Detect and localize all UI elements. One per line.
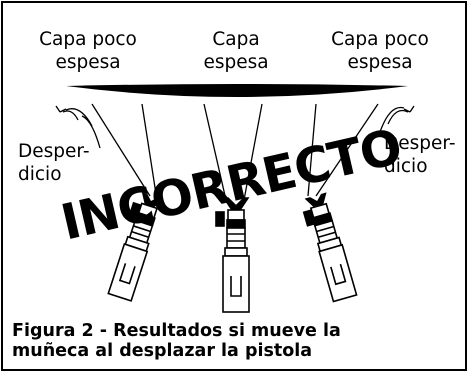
label-line: Capa poco (39, 29, 137, 50)
label-line: espesa (55, 52, 121, 73)
label-line: Capa (212, 29, 260, 50)
figure-caption: Figura 2 - Resultados si mueve la muñeca… (12, 321, 341, 361)
spray-lines (91, 103, 379, 201)
label-thin-coat-left: Capa poco espesa (28, 28, 148, 74)
label-line: dicio (384, 156, 428, 177)
figure-frame (1, 1, 467, 371)
spray-gun-center (215, 197, 250, 313)
waste-arcs-right (379, 105, 415, 133)
spray-gun-right (302, 192, 358, 303)
label-line: Desper- (18, 141, 90, 162)
label-line: Desper- (384, 133, 456, 154)
caption-line-2: muñeca al desplazar la pistola (12, 341, 313, 361)
label-line: espesa (347, 52, 413, 73)
coating-layer (66, 84, 408, 97)
label-thick-coat-center: Capa espesa (188, 28, 284, 74)
label-thin-coat-right: Capa poco espesa (320, 28, 440, 74)
label-line: dicio (18, 164, 62, 185)
waste-arcs-left (55, 105, 101, 149)
caption-line-1: Figura 2 - Resultados si mueve la (12, 321, 341, 341)
label-waste-right: Desper- dicio (384, 132, 456, 178)
spray-gun-left (107, 192, 164, 302)
label-line: espesa (203, 52, 269, 73)
label-line: Capa poco (331, 29, 429, 50)
label-waste-left: Desper- dicio (18, 140, 90, 186)
